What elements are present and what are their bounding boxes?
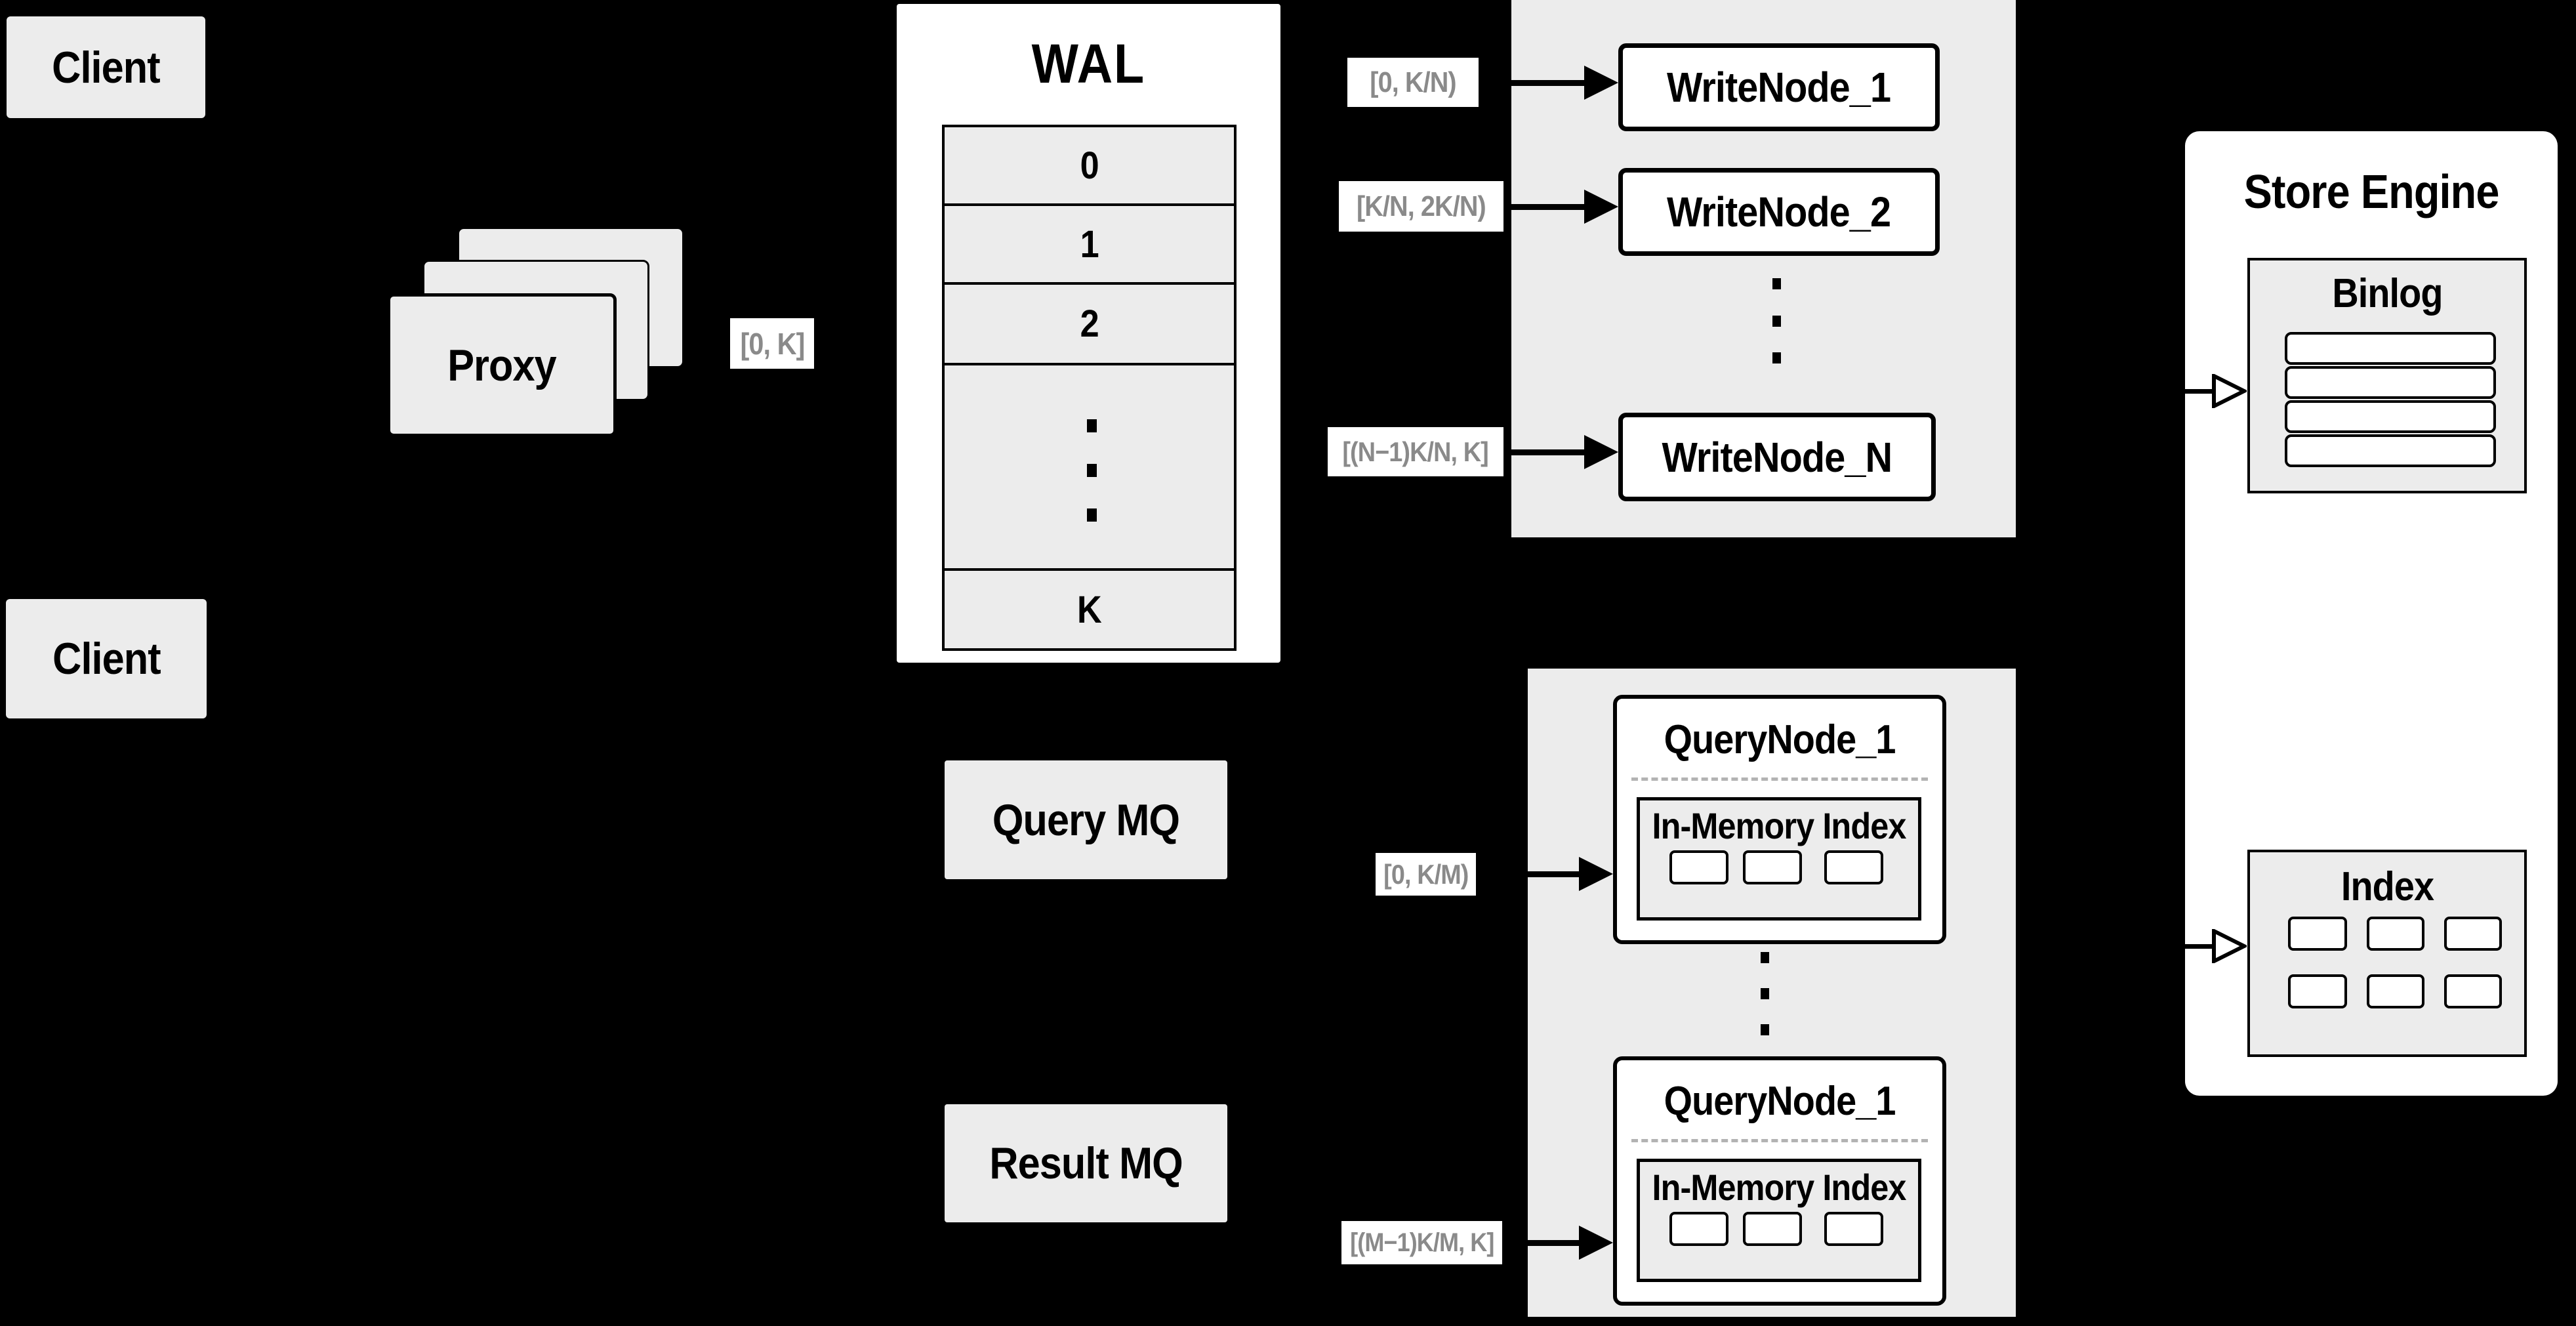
- index-cell: [2288, 917, 2347, 951]
- wal-title: WAL: [1031, 32, 1146, 94]
- segment-chip: [1824, 1212, 1883, 1246]
- query-node-top-title: QueryNode_1: [1664, 716, 1896, 762]
- query-mq-box: Query MQ: [945, 760, 1227, 879]
- segment-chip: [1669, 1212, 1728, 1246]
- query-node-top-title-wrap: QueryNode_1: [1617, 705, 1942, 774]
- query-node-bottom-title: QueryNode_1: [1664, 1078, 1896, 1124]
- index-box: Index: [2247, 850, 2527, 1057]
- wal-ellipsis-row: [942, 363, 1237, 571]
- wal-ellipsis-dot: [1087, 508, 1097, 522]
- wal-segment-row-0: 0: [942, 125, 1237, 206]
- query-nodes-ellipsis-dot: [1761, 952, 1769, 963]
- store-engine-title-wrap: Store Engine: [2185, 161, 2558, 223]
- in-memory-index-bottom-title-wrap: In-Memory Index: [1640, 1166, 1918, 1208]
- write-node-2-box: WriteNode_2: [1618, 168, 1940, 256]
- query-node-bottom-divider: [1631, 1139, 1928, 1142]
- client-top-label: Client: [52, 42, 161, 93]
- segment-chip: [1824, 850, 1883, 884]
- write-nodes-ellipsis-dot: [1772, 278, 1781, 289]
- wal-segment-row-1: 1: [942, 203, 1237, 285]
- query-node-bottom-box: QueryNode_1 In-Memory Index: [1613, 1056, 1946, 1306]
- interval-label-query-m: [(M−1)K/M, K]: [1341, 1221, 1502, 1264]
- interval-label-query-m-text: [(M−1)K/M, K]: [1349, 1228, 1494, 1257]
- interval-label-proxy-out: [0, K]: [730, 318, 814, 369]
- write-nodes-ellipsis-dot: [1772, 352, 1781, 363]
- wal-ellipsis-dot: [1087, 464, 1097, 477]
- binlog-title: Binlog: [2331, 270, 2443, 316]
- proxy-card-front: Proxy: [387, 293, 617, 437]
- binlog-row: [2285, 332, 2496, 365]
- store-engine-title: Store Engine: [2243, 165, 2500, 218]
- wal-segment-row-k: K: [942, 568, 1237, 651]
- binlog-title-wrap: Binlog: [2250, 267, 2524, 320]
- client-box-top: Client: [7, 16, 205, 118]
- write-nodes-ellipsis-dot: [1772, 316, 1781, 327]
- in-memory-index-top-title-wrap: In-Memory Index: [1640, 804, 1918, 846]
- binlog-box: Binlog: [2247, 258, 2527, 493]
- wal-ellipsis-dot: [1087, 419, 1097, 432]
- interval-label-write-2: [K/N, 2K/N): [1339, 181, 1503, 232]
- result-mq-box: Result MQ: [945, 1104, 1227, 1222]
- binlog-row: [2285, 400, 2496, 433]
- in-memory-index-bottom-label: In-Memory Index: [1652, 1166, 1907, 1208]
- index-cell: [2367, 917, 2424, 951]
- write-node-1-label: WriteNode_1: [1667, 64, 1891, 111]
- open-arrowhead-icon: [2185, 374, 2247, 408]
- segment-chip: [1669, 850, 1728, 884]
- in-memory-index-top-label: In-Memory Index: [1652, 804, 1907, 846]
- interval-label-write-1: [0, K/N): [1347, 58, 1479, 107]
- query-node-top-divider: [1631, 777, 1928, 781]
- open-arrowhead-icon: [2185, 929, 2247, 963]
- interval-label-proxy-out-text: [0, K]: [739, 326, 805, 361]
- wal-segment-row-2: 2: [942, 282, 1237, 365]
- index-cell: [2367, 974, 2424, 1008]
- index-cell: [2444, 917, 2502, 951]
- client-bottom-label: Client: [52, 634, 161, 684]
- index-cell: [2288, 974, 2347, 1008]
- wal-panel: WAL 0 1 2 K: [897, 4, 1280, 663]
- write-node-1-box: WriteNode_1: [1618, 43, 1940, 131]
- wal-segment-table: 0 1 2 K: [942, 125, 1237, 651]
- write-node-n-label: WriteNode_N: [1662, 433, 1893, 481]
- segment-chip: [1743, 850, 1802, 884]
- result-mq-label: Result MQ: [989, 1138, 1183, 1188]
- wal-segment-0-label: 0: [1080, 144, 1099, 187]
- segment-chip: [1743, 1212, 1802, 1246]
- interval-label-write-2-text: [K/N, 2K/N): [1357, 190, 1486, 222]
- write-node-n-box: WriteNode_N: [1618, 413, 1936, 501]
- query-node-bottom-title-wrap: QueryNode_1: [1617, 1067, 1942, 1135]
- interval-label-write-n-text: [(N−1)K/N, K]: [1342, 436, 1489, 467]
- interval-label-query-1-text: [0, K/M): [1383, 858, 1469, 890]
- query-node-top-box: QueryNode_1 In-Memory Index: [1613, 695, 1946, 944]
- interval-label-write-1-text: [0, K/N): [1370, 66, 1456, 98]
- query-nodes-ellipsis-dot: [1761, 1024, 1769, 1035]
- wal-segment-1-label: 1: [1080, 222, 1099, 266]
- wal-title-wrap: WAL: [897, 28, 1280, 100]
- binlog-row: [2285, 434, 2496, 467]
- in-memory-index-box-bottom: In-Memory Index: [1637, 1159, 1921, 1282]
- query-nodes-ellipsis-dot: [1761, 988, 1769, 999]
- client-box-bottom: Client: [6, 599, 207, 718]
- write-node-2-label: WriteNode_2: [1667, 188, 1891, 236]
- store-engine-panel: Store Engine Binlog Index: [2185, 131, 2558, 1096]
- index-title: Index: [2341, 863, 2434, 909]
- interval-label-query-1: [0, K/M): [1376, 853, 1476, 896]
- proxy-label: Proxy: [447, 340, 556, 390]
- wal-segment-k-label: K: [1077, 588, 1102, 631]
- index-cell: [2444, 974, 2502, 1008]
- index-title-wrap: Index: [2250, 860, 2524, 913]
- query-mq-label: Query MQ: [992, 795, 1180, 845]
- in-memory-index-box-top: In-Memory Index: [1637, 797, 1921, 921]
- wal-segment-2-label: 2: [1080, 302, 1099, 345]
- interval-label-write-n: [(N−1)K/N, K]: [1328, 427, 1503, 476]
- binlog-row: [2285, 366, 2496, 399]
